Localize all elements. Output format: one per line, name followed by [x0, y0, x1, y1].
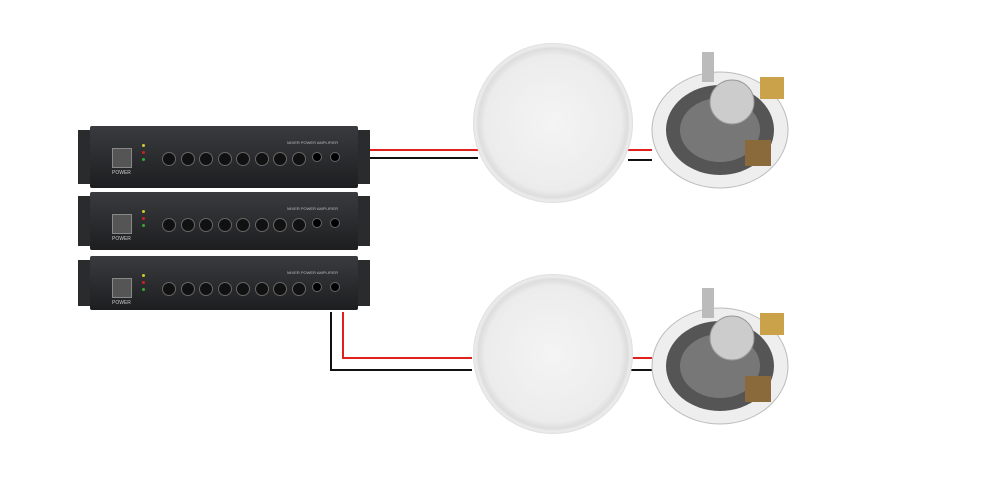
status-led: [142, 158, 145, 161]
amplifier-front-panel: POWER MIXER POWER AMPLIFIER: [90, 192, 358, 250]
status-led: [142, 274, 145, 277]
wire-black-lower-link: [628, 369, 652, 371]
amplifier-front-panel: POWER MIXER POWER AMPLIFIER: [90, 256, 358, 310]
mic-input-jack: [312, 152, 322, 162]
power-label: POWER: [112, 236, 131, 242]
wire-red-upper-link: [628, 149, 652, 151]
volume-knob[interactable]: [254, 152, 269, 166]
status-led: [142, 224, 145, 227]
volume-knob[interactable]: [162, 282, 176, 296]
volume-knob[interactable]: [180, 218, 195, 232]
mic-input-jack: [312, 218, 322, 228]
status-led: [142, 210, 145, 213]
mic-input-jack: [312, 282, 322, 292]
volume-knob[interactable]: [273, 282, 287, 296]
amplifier-front-panel: POWER MIXER POWER AMPLIFIER: [90, 126, 358, 188]
wire-black-lower: [330, 369, 472, 371]
volume-knob[interactable]: [236, 218, 250, 232]
rack-ear: [78, 196, 92, 246]
wire-red-lower-link: [628, 357, 652, 359]
power-label: POWER: [112, 300, 131, 306]
mic-input-jack: [330, 282, 340, 292]
volume-knob[interactable]: [273, 152, 287, 166]
volume-knob[interactable]: [199, 152, 213, 166]
status-led: [142, 281, 145, 284]
volume-knob[interactable]: [254, 218, 269, 232]
volume-knob[interactable]: [199, 218, 213, 232]
mixer-power-amplifier: POWER MIXER POWER AMPLIFIER: [78, 252, 370, 310]
volume-knob[interactable]: [199, 282, 213, 296]
volume-knob[interactable]: [217, 152, 232, 166]
ceiling-speaker-front-lower: [473, 274, 633, 434]
mic-input-jack: [330, 152, 340, 162]
rack-ear: [356, 196, 370, 246]
power-switch[interactable]: [112, 278, 132, 298]
volume-knob[interactable]: [291, 282, 306, 296]
rack-ear: [78, 260, 92, 306]
volume-knob[interactable]: [217, 218, 232, 232]
model-label: MIXER POWER AMPLIFIER: [287, 140, 338, 145]
volume-knob[interactable]: [291, 218, 306, 232]
wire-black-upper-link: [628, 159, 652, 161]
mic-input-jack: [330, 218, 340, 228]
ceiling-speaker-back-lower: [651, 288, 789, 425]
rack-ear: [78, 130, 92, 184]
volume-knob[interactable]: [254, 282, 269, 296]
status-led: [142, 217, 145, 220]
volume-knob[interactable]: [236, 152, 250, 166]
wire-red-lower-vertical: [342, 312, 344, 359]
status-led: [142, 288, 145, 291]
mixer-power-amplifier: POWER MIXER POWER AMPLIFIER: [78, 188, 370, 250]
volume-knob[interactable]: [180, 282, 195, 296]
volume-knob[interactable]: [236, 282, 250, 296]
wire-red-lower: [342, 357, 472, 359]
wire-black-upper: [370, 157, 478, 159]
model-label: MIXER POWER AMPLIFIER: [287, 270, 338, 275]
ceiling-speaker-back-upper: [651, 52, 789, 189]
power-label: POWER: [112, 170, 131, 176]
wire-red-upper: [370, 149, 478, 151]
rack-ear: [356, 130, 370, 184]
power-switch[interactable]: [112, 148, 132, 168]
status-led: [142, 151, 145, 154]
power-switch[interactable]: [112, 214, 132, 234]
volume-knob[interactable]: [162, 218, 176, 232]
mixer-power-amplifier: POWER MIXER POWER AMPLIFIER: [78, 122, 370, 188]
wire-black-lower-vertical: [330, 312, 332, 371]
volume-knob[interactable]: [217, 282, 232, 296]
volume-knob[interactable]: [180, 152, 195, 166]
rack-ear: [356, 260, 370, 306]
ceiling-speaker-front-upper: [473, 43, 633, 203]
volume-knob[interactable]: [273, 218, 287, 232]
volume-knob[interactable]: [291, 152, 306, 166]
volume-knob[interactable]: [162, 152, 176, 166]
status-led: [142, 144, 145, 147]
model-label: MIXER POWER AMPLIFIER: [287, 206, 338, 211]
